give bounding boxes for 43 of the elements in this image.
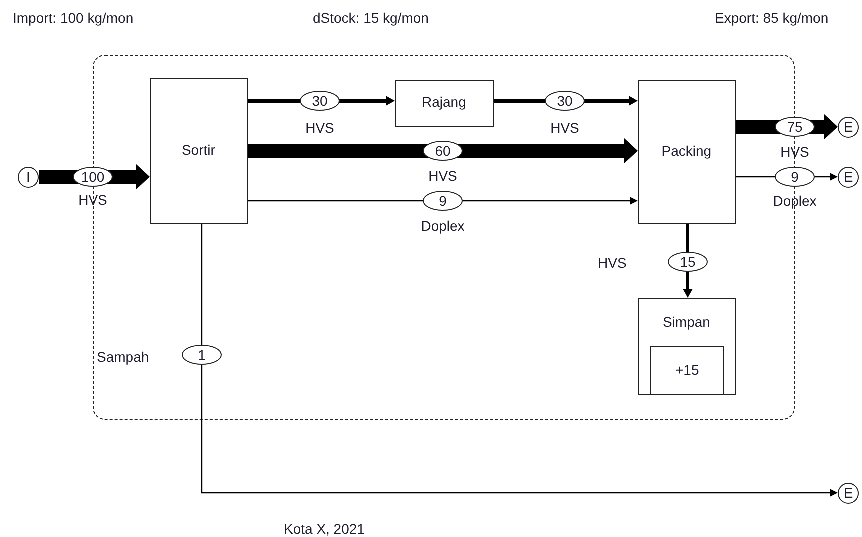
node-label: I bbox=[26, 170, 30, 186]
flow-value: 30 bbox=[300, 91, 340, 111]
material-label: Doplex bbox=[773, 193, 817, 209]
footnote: Kota X, 2021 bbox=[284, 521, 365, 537]
material-label: HVS bbox=[598, 255, 627, 271]
flow-value: 15 bbox=[668, 252, 708, 272]
material-label: HVS bbox=[428, 168, 458, 184]
export-circle bbox=[838, 167, 859, 188]
node-label: E bbox=[844, 486, 854, 502]
node-label: E bbox=[844, 120, 854, 136]
stock-box bbox=[650, 346, 724, 394]
stock-process-box bbox=[638, 298, 736, 395]
node-label: Simpan bbox=[662, 314, 710, 330]
export-circle bbox=[838, 117, 859, 138]
export-total-label: Export: 85 kg/mon bbox=[715, 10, 829, 26]
flow-value: 9 bbox=[423, 191, 463, 211]
node-label: +15 bbox=[676, 363, 700, 379]
material-label: HVS bbox=[550, 120, 580, 136]
material-label: HVS bbox=[306, 120, 334, 136]
node-label: Sortir bbox=[182, 142, 216, 158]
import-circle bbox=[18, 167, 39, 188]
flow-value: 75 bbox=[775, 117, 815, 137]
process-box bbox=[150, 78, 248, 224]
material-label: HVS bbox=[780, 144, 810, 160]
export-circle bbox=[838, 483, 859, 504]
waste-label: Sampah bbox=[97, 349, 150, 365]
flow-arrow bbox=[248, 138, 638, 164]
flow-value: 60 bbox=[423, 141, 463, 161]
flow-value: 9 bbox=[775, 167, 815, 187]
material-label: HVS bbox=[78, 192, 108, 208]
material-label: Doplex bbox=[421, 218, 465, 234]
import-total-label: Import: 100 kg/mon bbox=[13, 10, 134, 26]
stock-change-label: dStock: 15 kg/mon bbox=[313, 10, 429, 26]
process-box bbox=[638, 80, 736, 224]
flow-value: 1 bbox=[182, 345, 222, 365]
flow-value: 100 bbox=[73, 167, 113, 187]
flow-arrow bbox=[248, 197, 638, 205]
flow-arrow bbox=[201, 224, 838, 497]
node-label: Rajang bbox=[422, 95, 466, 111]
node-label: Packing bbox=[662, 144, 712, 160]
flow-value: 30 bbox=[545, 91, 585, 111]
node-label: E bbox=[844, 170, 854, 186]
process-box bbox=[394, 80, 494, 127]
